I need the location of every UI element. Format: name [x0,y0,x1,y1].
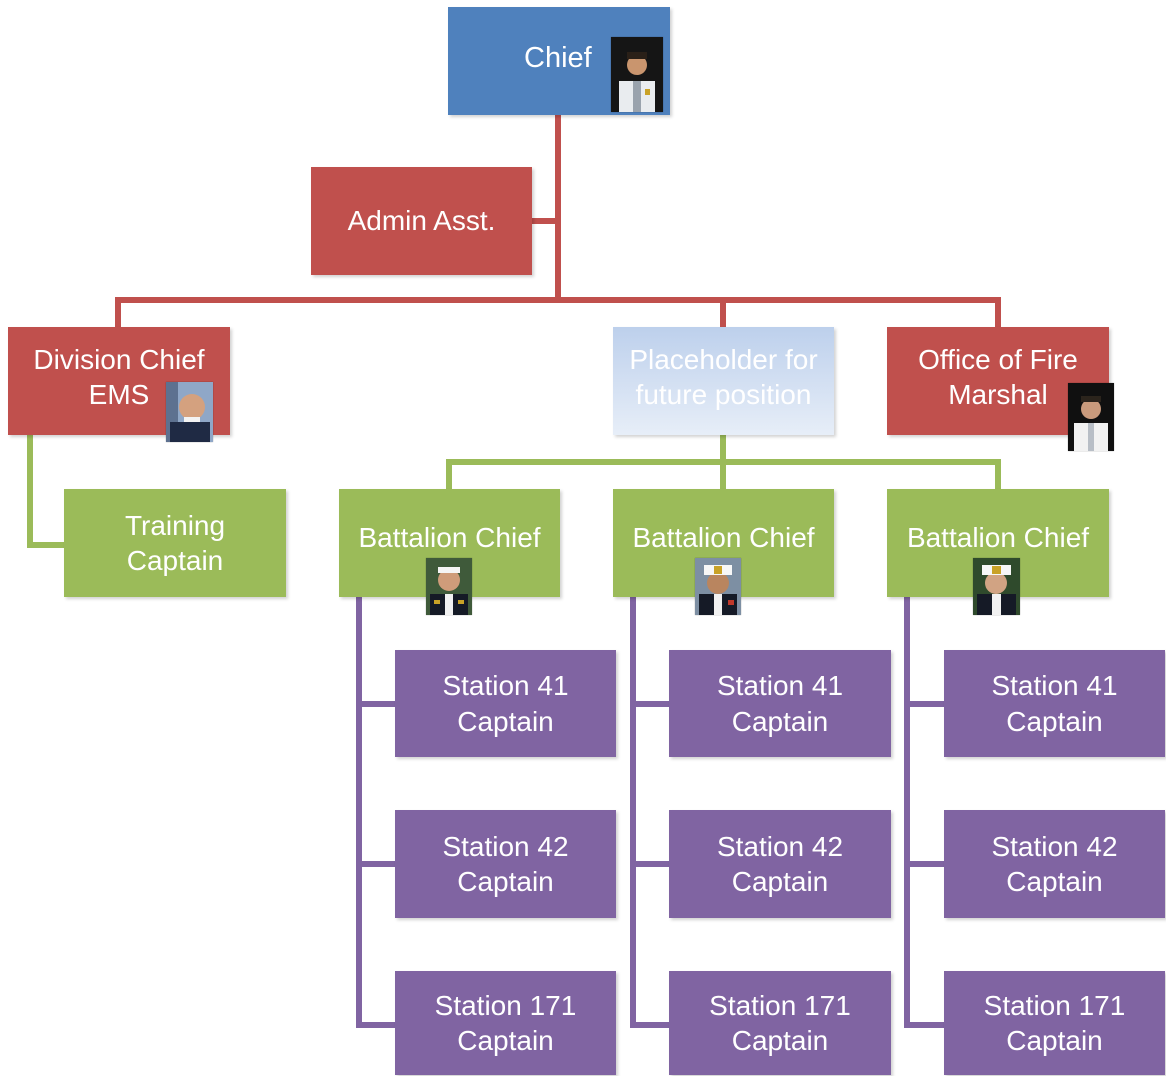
station-captain-box: Station 42 Captain [395,810,616,918]
division-chief-portrait-photo [166,382,213,442]
battalion-chief-label: Battalion Chief [632,522,815,554]
station-captain-box: Station 41 Captain [669,650,891,757]
chief-portrait-photo [611,37,663,112]
placeholder-box: Placeholder for future position [613,327,834,435]
station-captain-label: Station 41 Captain [991,670,1118,737]
station-captain-box: Station 42 Captain [669,810,891,918]
battalion-chief-label: Battalion Chief [358,522,541,554]
station-captain-box: Station 171 Captain [395,971,616,1075]
station-captain-label: Station 42 Captain [442,830,569,897]
station-captain-box: Station 171 Captain [944,971,1165,1075]
division-chief-label: Division Chief EMS [33,343,205,410]
station-captain-box: Station 41 Captain [395,650,616,757]
battalion-chief-label: Battalion Chief [906,522,1090,554]
placeholder-label: Placeholder for future position [629,343,818,410]
battalion-chief-portrait-photo [426,558,472,615]
battalion-chief-portrait-photo [695,558,741,615]
station-captain-label: Station 41 Captain [442,670,569,737]
training-captain-box: Training Captain [64,489,286,597]
battalion-chief-box: Battalion Chief [339,489,560,597]
division-chief-box: Division Chief EMS [8,327,230,435]
training-link-line [27,433,67,548]
fire-marshal-portrait-photo [1068,383,1114,451]
station-captain-label: Station 171 Captain [434,989,577,1056]
battalion-chief-portrait-photo [973,558,1020,615]
station-captain-label: Station 42 Captain [716,830,844,897]
admin-assistant-box: Admin Asst. [311,167,532,275]
station-captain-box: Station 41 Captain [944,650,1165,757]
chief-label: Chief [524,41,592,74]
station-captain-label: Station 171 Captain [709,989,851,1056]
station-captain-label: Station 42 Captain [991,830,1118,897]
fire-marshal-label: Office of Fire Marshal [918,343,1078,410]
training-captain-label: Training Captain [124,509,226,576]
station-captain-box: Station 42 Captain [944,810,1165,918]
admin-assistant-label: Admin Asst. [347,205,496,237]
station-captain-label: Station 171 Captain [983,989,1126,1056]
station-captain-box: Station 171 Captain [669,971,891,1075]
station-captain-label: Station 41 Captain [716,670,844,737]
